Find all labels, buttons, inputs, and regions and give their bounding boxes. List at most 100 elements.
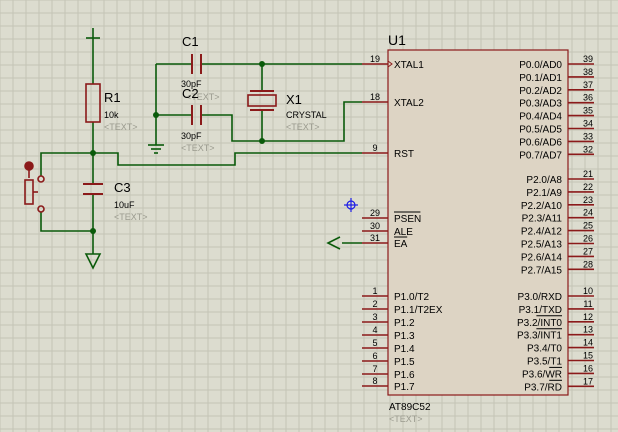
junction-dot — [259, 61, 265, 67]
pin-number: 31 — [370, 233, 380, 243]
chip-pin-left[interactable]: 2P1.1/T2EX — [362, 299, 443, 316]
chip-pin-left[interactable]: 1P1.0/T2 — [362, 286, 429, 303]
pin-number: 23 — [583, 195, 593, 205]
ground-triangle[interactable] — [84, 253, 102, 270]
pin-name: P0.1/AD1 — [519, 73, 562, 84]
pin-number: 13 — [583, 325, 593, 335]
c3-ref: C3 — [114, 180, 131, 195]
pin-number: 14 — [583, 338, 593, 348]
pin-number: 32 — [583, 144, 593, 154]
wire-node-to-switch — [40, 152, 93, 176]
reset-button[interactable] — [24, 161, 45, 213]
pin-name: XTAL2 — [394, 98, 424, 109]
pin-name: P0.6/AD6 — [519, 137, 562, 148]
chip-part-text: <TEXT> — [389, 414, 423, 424]
pin-number: 9 — [372, 143, 377, 153]
chip-pin-left[interactable]: 8P1.7 — [362, 376, 415, 393]
pin-name: P0.5/AD5 — [519, 125, 562, 136]
pin-number: 26 — [583, 234, 593, 244]
pin-name: RST — [394, 149, 414, 160]
pin-name: P0.4/AD4 — [519, 112, 562, 123]
pin-name: ALE — [394, 227, 413, 238]
c2-text: <TEXT> — [181, 143, 215, 153]
junction-dot — [153, 112, 159, 118]
c1-value: 30pF — [181, 79, 202, 89]
pin-number: 27 — [583, 246, 593, 256]
microcontroller-u1[interactable]: U1 AT89C52 <TEXT> 19XTAL118XTAL29RST29PS… — [362, 32, 594, 424]
chip-ref: U1 — [388, 32, 406, 48]
c3-value: 10uF — [114, 200, 135, 210]
pin-number: 11 — [583, 299, 592, 309]
pin-number: 17 — [583, 376, 593, 386]
pin-name: PSEN — [394, 214, 421, 225]
ground-symbol[interactable] — [148, 144, 164, 154]
junction-dot — [259, 138, 265, 144]
x1-ref: X1 — [286, 92, 302, 107]
capacitor-c1[interactable]: C1 30pF — [181, 34, 202, 89]
pin-name: P2.1/A9 — [526, 188, 562, 199]
capacitor-c2[interactable]: <TEXT> C2 30pF <TEXT> — [181, 86, 220, 153]
ea-terminal-arrow-icon[interactable] — [326, 236, 341, 250]
chip-pin-left[interactable]: 7P1.6 — [362, 364, 415, 381]
power-terminal[interactable] — [86, 28, 100, 39]
chip-body[interactable] — [387, 49, 569, 396]
chip-pin-left[interactable]: 4P1.3 — [362, 325, 415, 342]
junction-dot — [90, 228, 96, 234]
c1-text: <TEXT> — [186, 92, 220, 102]
chip-pin-left[interactable]: 5P1.4 — [362, 338, 415, 355]
wire-node-to-rst — [93, 152, 362, 166]
wire-switch-to-ground — [40, 212, 93, 232]
pin-name: P3.7/RD — [524, 382, 562, 393]
pin-name: XTAL1 — [394, 60, 424, 71]
pin-number: 29 — [370, 208, 380, 218]
pin-number: 1 — [372, 286, 377, 296]
chip-pin-left[interactable]: 6P1.5 — [362, 351, 415, 368]
pin-number: 28 — [583, 259, 593, 269]
pin-number: 36 — [583, 93, 593, 103]
pin-name: P1.4 — [394, 344, 415, 355]
pin-number: 22 — [583, 182, 593, 192]
capacitor-c3[interactable]: C3 10uF <TEXT> — [83, 180, 148, 222]
pin-number: 7 — [372, 364, 377, 374]
pin-number: 33 — [583, 131, 593, 141]
crystal-x1[interactable]: X1 CRYSTAL <TEXT> — [247, 90, 327, 132]
button-actuator-icon — [24, 161, 34, 171]
pin-name: P3.6/WR — [522, 369, 562, 380]
chip-pin-left[interactable]: 3P1.2 — [362, 312, 415, 329]
resistor-r1[interactable]: R1 10k <TEXT> — [85, 83, 138, 132]
pin-number: 2 — [372, 299, 377, 309]
pin-name: P2.0/A8 — [526, 175, 562, 186]
r1-text: <TEXT> — [104, 122, 138, 132]
